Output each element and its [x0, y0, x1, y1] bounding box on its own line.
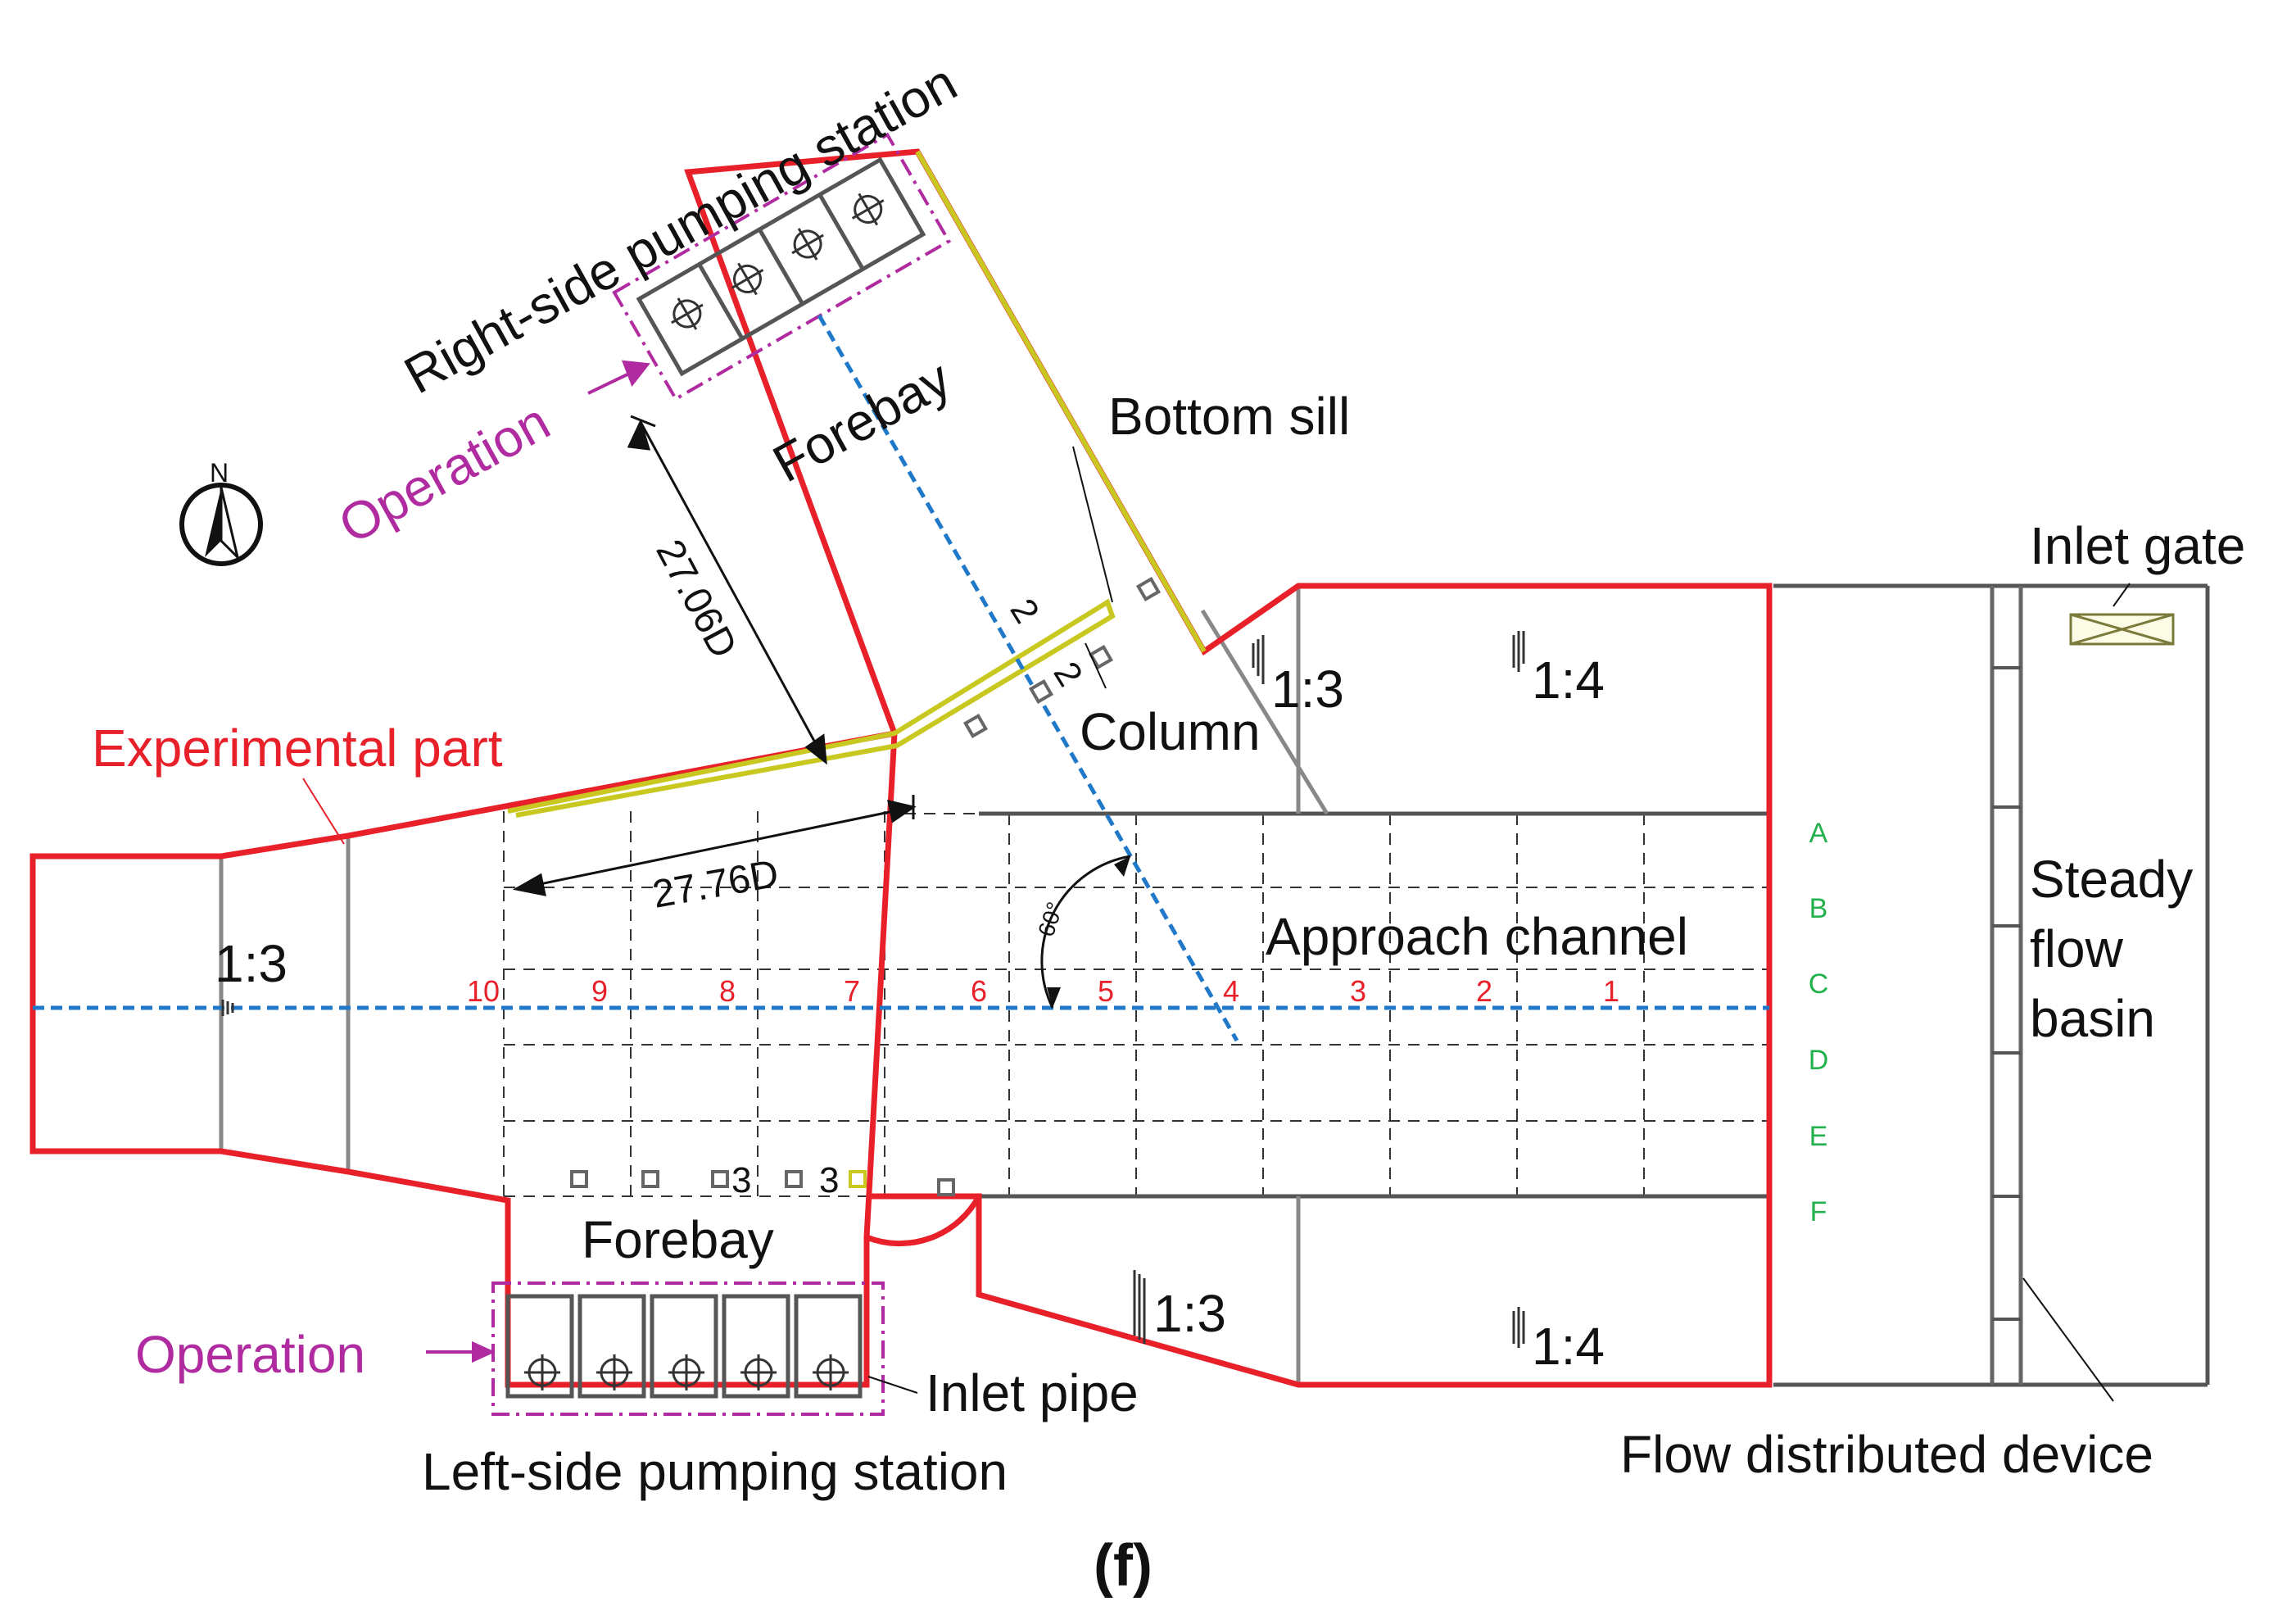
operation-top-label: Operation: [329, 392, 559, 555]
section-number: 9: [591, 974, 608, 1008]
north-arrow-icon: [179, 483, 263, 566]
section-number: 1: [1603, 974, 1619, 1008]
right-pump-bays: [612, 132, 952, 401]
section-number: 7: [844, 974, 860, 1008]
steady-flow-basin-line1: Steady: [2030, 850, 2193, 909]
left-station-label: Left-side pumping station: [422, 1442, 1008, 1501]
section-3b: 3: [819, 1160, 839, 1200]
row-letters: A B C D E F: [1809, 818, 1829, 1227]
experimental-boundary: [29, 148, 1773, 1388]
section-3a: 3: [731, 1160, 751, 1200]
slope-lower-1: 1:3: [1153, 1284, 1226, 1343]
flow-device-label: Flow distributed device: [1620, 1425, 2153, 1484]
right-station-label: Right-side pumping station: [395, 52, 967, 405]
row-letter: B: [1809, 893, 1828, 924]
section-2b: 2: [1046, 655, 1091, 693]
bottom-sill-label: Bottom sill: [1108, 387, 1350, 446]
section-number: 2: [1476, 974, 1492, 1008]
angle-arc: [1040, 855, 1131, 1009]
row-letter: A: [1809, 818, 1828, 849]
bottom-sill: [507, 150, 1207, 818]
columns: [570, 576, 1162, 1196]
section-number: 3: [1350, 974, 1366, 1008]
centerlines: [33, 314, 1769, 1042]
forebay-bottom-label: Forebay: [582, 1210, 774, 1269]
flow-distributor-ticks: [1992, 666, 2021, 1321]
inlet-gate: [2069, 613, 2175, 646]
forebay-top-label: Forebay: [763, 348, 960, 493]
row-letter: F: [1810, 1196, 1827, 1227]
inlet-pipe-label: Inlet pipe: [926, 1363, 1139, 1422]
section-number: 10: [467, 974, 500, 1008]
slope-lower-2: 1:4: [1532, 1317, 1605, 1376]
leader-lines: [302, 446, 2131, 1402]
dim-27-06d: 27.06D: [647, 533, 745, 665]
row-letter: C: [1809, 969, 1829, 1000]
approach-channel-label: Approach channel: [1266, 907, 1688, 966]
steady-flow-basin-line3: basin: [2030, 989, 2155, 1048]
slope-hatches: [221, 631, 1525, 1348]
dimension-lines: [512, 415, 917, 896]
operation-arrows: [426, 360, 650, 1363]
section-2a: 2: [1003, 592, 1048, 630]
slope-upper-2: 1:4: [1532, 651, 1605, 710]
slope-upper-1: 1:3: [1271, 660, 1344, 719]
operation-bottom-label: Operation: [135, 1325, 365, 1384]
experimental-part-label: Experimental part: [92, 719, 503, 778]
section-numbers: 10 9 8 7 6 5 4 3 2 1: [467, 974, 1619, 1008]
angle-label: 60°: [1033, 899, 1068, 940]
dim-27-76d: 27.76D: [650, 852, 782, 917]
left-pump-bays: [491, 1282, 885, 1416]
section-number: 6: [971, 974, 987, 1008]
inlet-gate-label: Inlet gate: [2030, 516, 2245, 575]
column-label: Column: [1080, 702, 1261, 761]
section-number: 4: [1223, 974, 1239, 1008]
angle-arrow: [1047, 987, 1061, 1008]
row-letter: E: [1809, 1121, 1828, 1152]
north-label: N: [210, 458, 229, 488]
section-number: 5: [1098, 974, 1114, 1008]
steady-flow-basin-line2: flow: [2030, 919, 2124, 978]
section-number: 8: [719, 974, 736, 1008]
figure-label: (f): [1094, 1533, 1153, 1599]
slope-left-entry: 1:3: [215, 934, 288, 993]
entry-box: [30, 854, 224, 1154]
row-letter: D: [1809, 1045, 1829, 1076]
